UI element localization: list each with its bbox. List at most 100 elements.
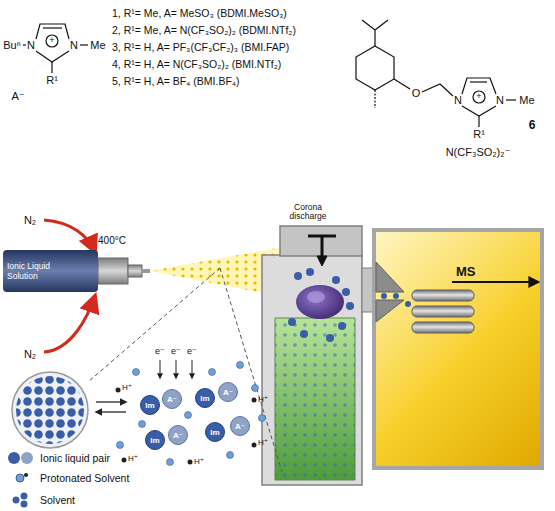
ion-beam	[393, 293, 399, 299]
electron-arrow	[176, 360, 177, 378]
proton-dot	[122, 458, 127, 463]
solvent-molecule	[117, 442, 124, 449]
ion-optics-rod	[412, 322, 474, 333]
skimmer-cone	[376, 262, 404, 322]
node-text: MS	[456, 264, 476, 279]
source-housing	[275, 318, 355, 480]
ion-beam	[381, 293, 411, 307]
solvent-molecule	[252, 385, 259, 392]
legend-icon	[8, 452, 33, 508]
droplet-lens	[12, 372, 88, 448]
node-text: Im	[206, 423, 224, 441]
equilibrium-arrow	[96, 401, 126, 402]
menthyl-imidazolium-structure	[356, 20, 516, 127]
probe-tip	[142, 269, 150, 273]
solvent-molecule	[185, 412, 192, 419]
ion-optics-rod	[412, 290, 474, 333]
menthyl-imidazolium-structure	[470, 81, 487, 82]
proton-dot	[188, 460, 193, 465]
imidazolium-structure	[51, 62, 52, 73]
proton-label: H⁺	[258, 439, 268, 448]
menthyl-imidazolium-structure	[473, 91, 485, 103]
probe-tip	[128, 265, 142, 277]
legend-text: Solvent	[40, 494, 75, 506]
ms-arrow	[452, 281, 538, 283]
anion-circle: A⁻	[168, 425, 188, 445]
gas-label: N₂	[24, 214, 36, 226]
node-text: Im	[141, 396, 159, 414]
node-text: Im	[196, 389, 214, 407]
corona-needle	[321, 236, 324, 256]
anion-circle: A⁻	[218, 382, 238, 402]
solvent-molecule	[117, 362, 266, 466]
equilibrium-arrow	[96, 402, 126, 412]
solvent-molecule	[259, 415, 266, 422]
solvent-molecule	[237, 362, 244, 369]
ionization-region	[338, 322, 346, 330]
skimmer-cone	[376, 300, 404, 322]
imidazolium-structure	[80, 44, 88, 45]
menthyl-imidazolium-structure	[356, 46, 394, 90]
imidazolium-structure	[36, 24, 69, 62]
charge-sign: +	[49, 36, 54, 46]
structure-label: N	[70, 39, 78, 51]
proton-label: H⁺	[122, 384, 132, 393]
ionization-region	[306, 268, 314, 276]
ionization-region	[288, 268, 354, 342]
menthyl-imidazolium-structure	[478, 116, 479, 127]
compound-number: 6	[529, 119, 536, 132]
structure-label: O	[412, 87, 421, 99]
structure-label: Buⁿ	[3, 39, 20, 51]
ionization-region	[294, 272, 302, 280]
legend-icon	[21, 452, 33, 464]
proton-dot	[252, 398, 257, 403]
cation-circle: Im	[205, 422, 225, 442]
ionization-region	[296, 285, 344, 319]
cation-circle: Im	[195, 388, 215, 408]
source-housing	[262, 255, 362, 485]
ion-optics-rod	[412, 290, 474, 301]
legend-icon	[16, 474, 24, 482]
node-text: A⁻	[219, 383, 237, 401]
equilibrium-arrow	[96, 411, 126, 412]
menthyl-imidazolium-structure	[374, 90, 375, 108]
proton-label: H⁺	[128, 455, 138, 464]
proton-label: H⁺	[194, 458, 204, 467]
probe-tip	[98, 258, 150, 284]
discharge-label: Corona discharge	[286, 203, 330, 222]
structure-label: N	[454, 94, 462, 106]
electron-label: e⁻	[187, 347, 197, 357]
cation-circle: Im	[140, 395, 160, 415]
compound-entry: 3, R¹= H, A= PF₃(CF₃CF₂)₃ (BMI.FAP)	[112, 42, 289, 54]
solvent-molecule	[227, 452, 234, 459]
ion-beam	[405, 301, 411, 307]
ionization-region	[342, 288, 350, 296]
node-text: A⁻	[231, 417, 249, 435]
menthyl-imidazolium-structure	[462, 78, 496, 116]
legend-icon	[21, 501, 28, 508]
legend-icon	[8, 452, 20, 464]
source-housing	[262, 226, 374, 485]
legend-icon	[24, 473, 28, 477]
menthyl-imidazolium-structure	[422, 84, 453, 96]
temperature-label: 400°C	[98, 235, 126, 246]
imidazolium-structure	[23, 44, 26, 45]
node-text: Ionic Liquid Solution	[7, 261, 57, 281]
electron-label: e⁻	[171, 347, 181, 357]
imidazolium-structure	[46, 35, 58, 47]
compound-entry: 5, R¹= H, A= BF₄ (BMI.BF₄)	[112, 76, 240, 88]
menthyl-imidazolium-structure	[394, 79, 410, 89]
charge-sign: +	[476, 92, 481, 102]
structure-label: N	[496, 94, 504, 106]
compound-entry: 1, R¹= Me, A= MeSO₃ (BDMI.MeSO₃)	[112, 8, 287, 20]
proton-dot	[252, 443, 257, 448]
imidazolium-structure	[43, 27, 62, 28]
proton-dot	[116, 388, 121, 393]
ionization-region	[307, 291, 325, 303]
ionization-region	[326, 334, 334, 342]
skimmer-cone	[376, 262, 404, 292]
proton-dot	[116, 388, 257, 465]
zoom-leader	[220, 268, 282, 472]
